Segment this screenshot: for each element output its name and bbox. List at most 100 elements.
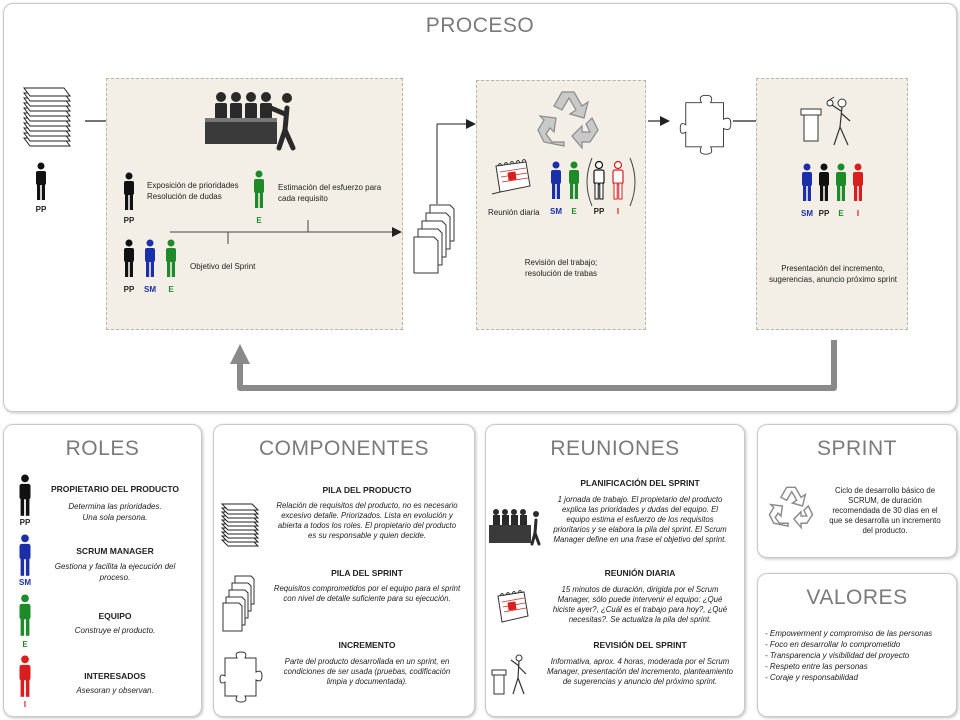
e-label: E: [571, 207, 577, 216]
product-backlog-stack-icon: [220, 503, 260, 547]
pp-figure-icon: [124, 172, 134, 210]
e-label: E: [22, 640, 28, 649]
i-label: I: [23, 700, 27, 709]
sm-figure-icon: [802, 163, 812, 201]
valor-item: - Transparencia y visibilidad del proyec…: [765, 651, 910, 660]
sm-label: SM: [19, 578, 31, 587]
e-figure-icon: [254, 170, 264, 208]
e-label: E: [838, 209, 844, 218]
pp-label: PP: [123, 285, 135, 294]
resolucion-text: Resolución de dudas: [147, 192, 222, 201]
role-name-pp: PROPIETARIO DEL PRODUCTO: [51, 484, 179, 494]
role-desc-pp: Determina las prioridades.: [68, 502, 162, 511]
componentes-title: COMPONENTES: [258, 437, 429, 460]
revision-desc: Informativa, aprox. 4 horas, moderada po…: [547, 657, 733, 686]
pp-label: PP: [19, 518, 31, 527]
pp-figure-icon: [19, 474, 31, 516]
e-figure-icon: [19, 594, 31, 636]
i-label: I: [616, 207, 620, 216]
pp-label: PP: [35, 205, 47, 214]
role-name-i: INTERESADOS: [84, 671, 146, 681]
revision-title: REVISIÓN DEL SPRINT: [593, 640, 687, 650]
daily-stage: [476, 80, 646, 330]
pp-label: PP: [593, 207, 605, 216]
e-figure-icon: [166, 239, 176, 277]
role-name-e: EQUIPO: [98, 611, 132, 621]
sm-label: SM: [550, 207, 562, 216]
pila-producto-desc: Relación de requisitos del producto, no …: [276, 501, 458, 540]
role-desc-sm: Gestiona y facilita la ejecución del: [54, 562, 176, 571]
e-figure-icon: [569, 161, 579, 199]
pp-figure-icon: [36, 162, 46, 200]
reunion-diaria-desc: 15 minutos de duración, dirigida por el …: [552, 585, 728, 624]
planning-meeting-icon: [489, 509, 541, 546]
objective-connector: [170, 220, 402, 244]
presentacion-text: Presentación del incremento,: [781, 264, 885, 273]
planificacion-title: PLANIFICACIÓN DEL SPRINT: [580, 478, 700, 488]
i-figure-icon: [853, 163, 863, 201]
planning-stage: [106, 78, 403, 330]
sm-label: SM: [801, 209, 813, 218]
planificacion-desc: 1 jornada de trabajo. El propietario del…: [553, 495, 727, 544]
role-name-sm: SCRUM MANAGER: [76, 546, 154, 556]
calendar-icon: [491, 159, 531, 195]
valor-item: - Foco en desarrollar lo comprometido: [765, 640, 901, 649]
reuniones-title: REUNIONES: [550, 437, 680, 460]
sprint-backlog-pages-icon: [413, 204, 455, 274]
pila-sprint-title: PILA DEL SPRINT: [331, 568, 403, 578]
sm-label: SM: [144, 285, 156, 294]
observers-bracket: [586, 157, 636, 207]
cycle-icon: [537, 91, 599, 150]
sm-figure-icon: [19, 534, 31, 576]
revision-text: Revisión del trabajo;: [524, 258, 598, 267]
valores-title: VALORES: [806, 586, 908, 609]
arrow-icon: [436, 119, 476, 204]
e-label: E: [168, 285, 174, 294]
objetivo-text: Objetivo del Sprint: [190, 262, 256, 271]
valores-list: - Empowerment y compromiso de las person…: [765, 628, 955, 683]
e-label: E: [256, 216, 262, 225]
planning-meeting-icon: [205, 92, 296, 151]
valor-item: - Coraje y responsabilidad: [765, 673, 858, 682]
exposicion-text: Exposición de prioridades: [147, 181, 239, 190]
presenter-icon: [491, 654, 527, 695]
roles-title: ROLES: [65, 437, 140, 460]
pp-observer-figure-icon: [593, 160, 605, 200]
pp-label: PP: [123, 216, 135, 225]
reuniones-panel: REUNIONES: [485, 424, 745, 717]
pila-sprint-desc: Requisitos comprometidos por el equipo p…: [273, 584, 461, 603]
role-desc-e: Construye el producto.: [74, 626, 156, 635]
valores-panel: VALORES: [757, 573, 957, 717]
incremento-desc: Parte del producto desarrollada en un sp…: [283, 657, 451, 686]
product-backlog-stack-icon: [23, 87, 71, 147]
arrow-icon: [648, 116, 670, 126]
increment-puzzle-icon: [219, 651, 263, 703]
sprint-title: SPRINT: [816, 437, 897, 460]
revision-text-2: resolución de trabas: [524, 269, 598, 278]
review-stage: [756, 78, 908, 330]
roles-panel: ROLES: [3, 424, 202, 717]
reunion-diaria-text: Reunión diaria: [488, 208, 540, 217]
role-desc-i: Asesoran y observan.: [76, 686, 154, 695]
estimacion-text-2: cada requisito: [278, 194, 328, 203]
estimacion-text: Estimación del esfuerzo para: [278, 183, 382, 192]
reunion-diaria-title: REUNIÓN DIARIA: [604, 568, 676, 578]
role-desc-pp-2: Una sola persona.: [82, 513, 148, 522]
presentacion-text-2: sugerencias, anuncio próximo sprint: [768, 275, 898, 284]
i-observer-figure-icon: [612, 160, 624, 200]
valor-item: - Respeto entre las personas: [765, 662, 868, 671]
valor-item: - Empowerment y compromiso de las person…: [765, 629, 933, 638]
pp-figure-icon: [124, 239, 134, 277]
presenter-icon: [800, 96, 851, 146]
pila-producto-title: PILA DEL PRODUCTO: [322, 485, 412, 495]
pp-label: PP: [818, 209, 830, 218]
cycle-icon: [768, 486, 814, 530]
calendar-icon: [497, 590, 529, 623]
sm-figure-icon: [551, 161, 561, 199]
pp-figure-icon: [819, 163, 829, 201]
return-arrow-icon: [230, 340, 837, 391]
i-figure-icon: [19, 655, 31, 697]
componentes-panel: COMPONENTES: [213, 424, 475, 717]
proceso-title: PROCESO: [425, 14, 535, 37]
